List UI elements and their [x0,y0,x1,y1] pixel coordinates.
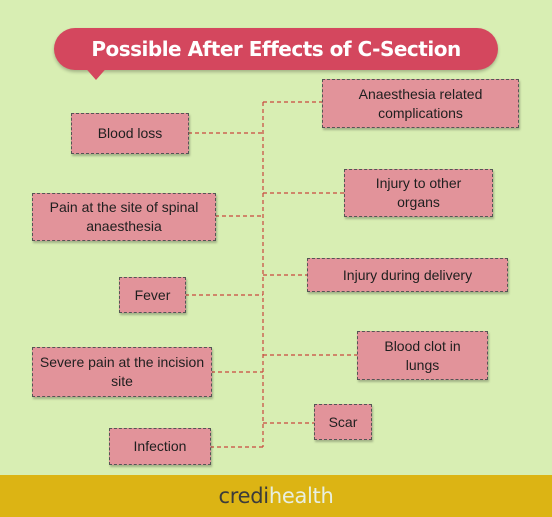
effect-box-incision-pain: Severe pain at the incision site [32,347,212,397]
effect-box-organ-injury: Injury to other organs [344,169,493,217]
effect-box-fever: Fever [119,277,186,313]
effect-box-blood-loss: Blood loss [71,113,189,154]
effect-box-delivery-injury: Injury during delivery [307,258,508,292]
effect-box-anaesthesia: Anaesthesia related complications [322,79,519,128]
effect-box-infection: Infection [109,428,211,465]
logo-part-health: health [268,484,334,508]
title-banner: Possible After Effects of C-Section [54,28,498,70]
diagram-title: Possible After Effects of C-Section [91,37,461,61]
title-banner-pointer [82,64,110,80]
credihealth-logo: credihealth [219,484,334,508]
footer-bar: credihealth [0,475,552,517]
effect-box-scar: Scar [314,404,372,440]
effect-box-blood-clot: Blood clot in lungs [357,331,488,380]
effect-box-spinal-pain: Pain at the site of spinal anaesthesia [32,193,216,241]
logo-part-credi: credi [218,484,270,508]
